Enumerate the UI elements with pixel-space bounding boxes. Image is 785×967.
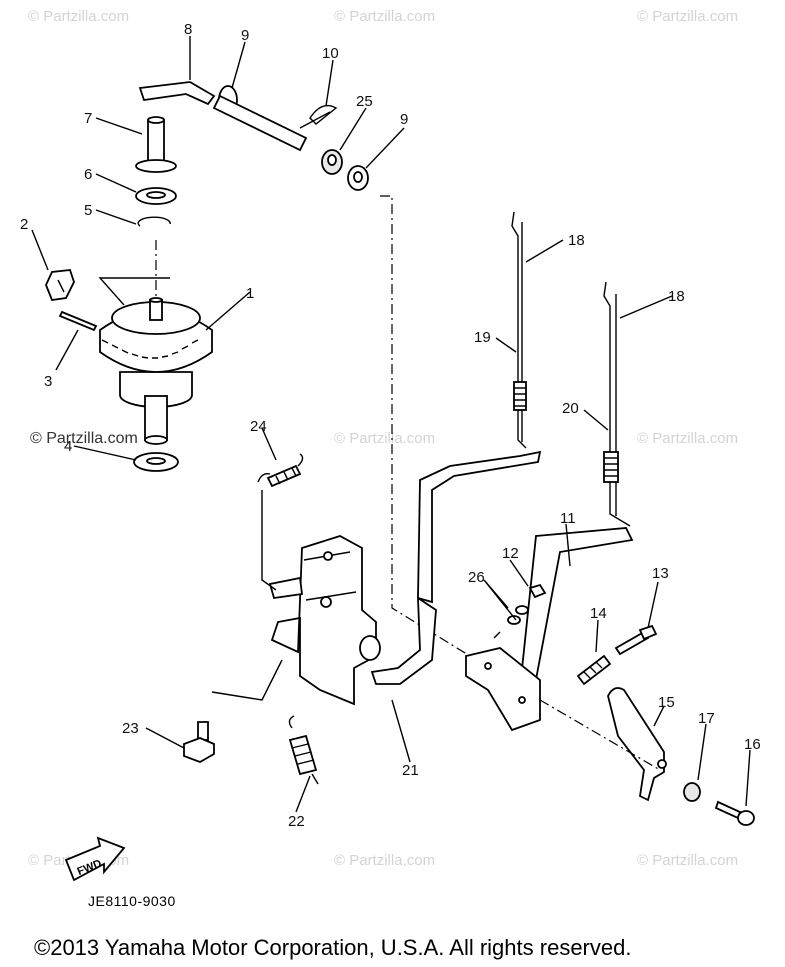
part-4-washer: [133, 452, 179, 472]
diagram-code: JE8110-9030: [88, 893, 176, 909]
callout-8: 8: [184, 21, 192, 38]
watermark: © Partzilla.com: [334, 8, 436, 25]
callout-leaders: [31, 36, 751, 813]
control-bracket: [268, 535, 381, 706]
callout-19: 19: [474, 329, 491, 346]
callout-25: 25: [356, 93, 373, 110]
callout-16: 16: [744, 736, 761, 753]
part-13-bolt: [614, 624, 658, 656]
callout-18: 18: [568, 232, 585, 249]
part-20-spring: [603, 451, 619, 483]
part-25-bushing: [321, 149, 343, 175]
part-9-washer-lower: [347, 165, 369, 191]
part-19-spring: [513, 381, 527, 411]
part-12-nut: [528, 583, 547, 599]
part-22-spring: [288, 715, 319, 785]
part-8-governor-lever: [138, 81, 216, 106]
callout-23: 23: [122, 720, 139, 737]
lever-base-plate: [465, 647, 541, 732]
callout-11: 11: [560, 510, 576, 527]
part-18-rod-right: [603, 281, 631, 527]
callout-4: 4: [64, 438, 72, 455]
part-10-clip: [299, 104, 338, 129]
callout-5: 5: [84, 202, 92, 219]
part-26-washer: [493, 605, 529, 639]
copyright-notice: ©2013 Yamaha Motor Corporation, U.S.A. A…: [34, 935, 632, 960]
part-2-bracket: [45, 269, 75, 301]
callout-6: 6: [84, 166, 92, 183]
part-1-governor-gear: [98, 277, 213, 445]
callout-26: 26: [468, 569, 485, 586]
watermark: © Partzilla.com: [637, 8, 739, 25]
part-16-screw: [714, 800, 755, 826]
callout-24: 24: [250, 418, 267, 435]
part-21-link: [370, 450, 542, 685]
part-8-shaft: [212, 94, 308, 152]
part-17-washer: [683, 782, 701, 802]
part-23-bolt: [183, 721, 215, 763]
callout-17: 17: [698, 710, 715, 727]
callout-21: 21: [402, 762, 419, 779]
part-15-lever: [607, 687, 667, 802]
callout-9: 9: [241, 27, 249, 44]
watermark: © Partzilla.com: [334, 852, 436, 869]
part-18-rod-left: [511, 211, 527, 449]
part-7-governor-shaft: [135, 116, 177, 173]
callout-7: 7: [84, 110, 92, 127]
part-6-washer: [135, 187, 177, 205]
callout-20: 20: [562, 400, 579, 417]
part-3-pin: [58, 310, 98, 332]
callout-2: 2: [20, 216, 28, 233]
watermark: © Partzilla.com: [637, 430, 739, 447]
fwd-arrow-icon: FWD: [64, 836, 126, 882]
callout-3: 3: [44, 373, 52, 390]
part-11-lever: [519, 527, 634, 692]
part-24-spring: [257, 453, 304, 488]
callout-15: 15: [658, 694, 675, 711]
callout-9: 9: [400, 111, 408, 128]
callout-22: 22: [288, 813, 305, 830]
callout-18: 18: [668, 288, 685, 305]
watermark: © Partzilla.com: [637, 852, 739, 869]
callout-13: 13: [652, 565, 669, 582]
watermark: © Partzilla.com: [28, 8, 130, 25]
callout-10: 10: [322, 45, 339, 62]
watermark: © Partzilla.com: [30, 430, 138, 447]
callout-12: 12: [502, 545, 519, 562]
callout-1: 1: [246, 285, 254, 302]
part-14-spring: [576, 654, 612, 686]
watermark: © Partzilla.com: [334, 430, 436, 447]
part-5-circlip: [137, 216, 171, 227]
callout-14: 14: [590, 605, 607, 622]
